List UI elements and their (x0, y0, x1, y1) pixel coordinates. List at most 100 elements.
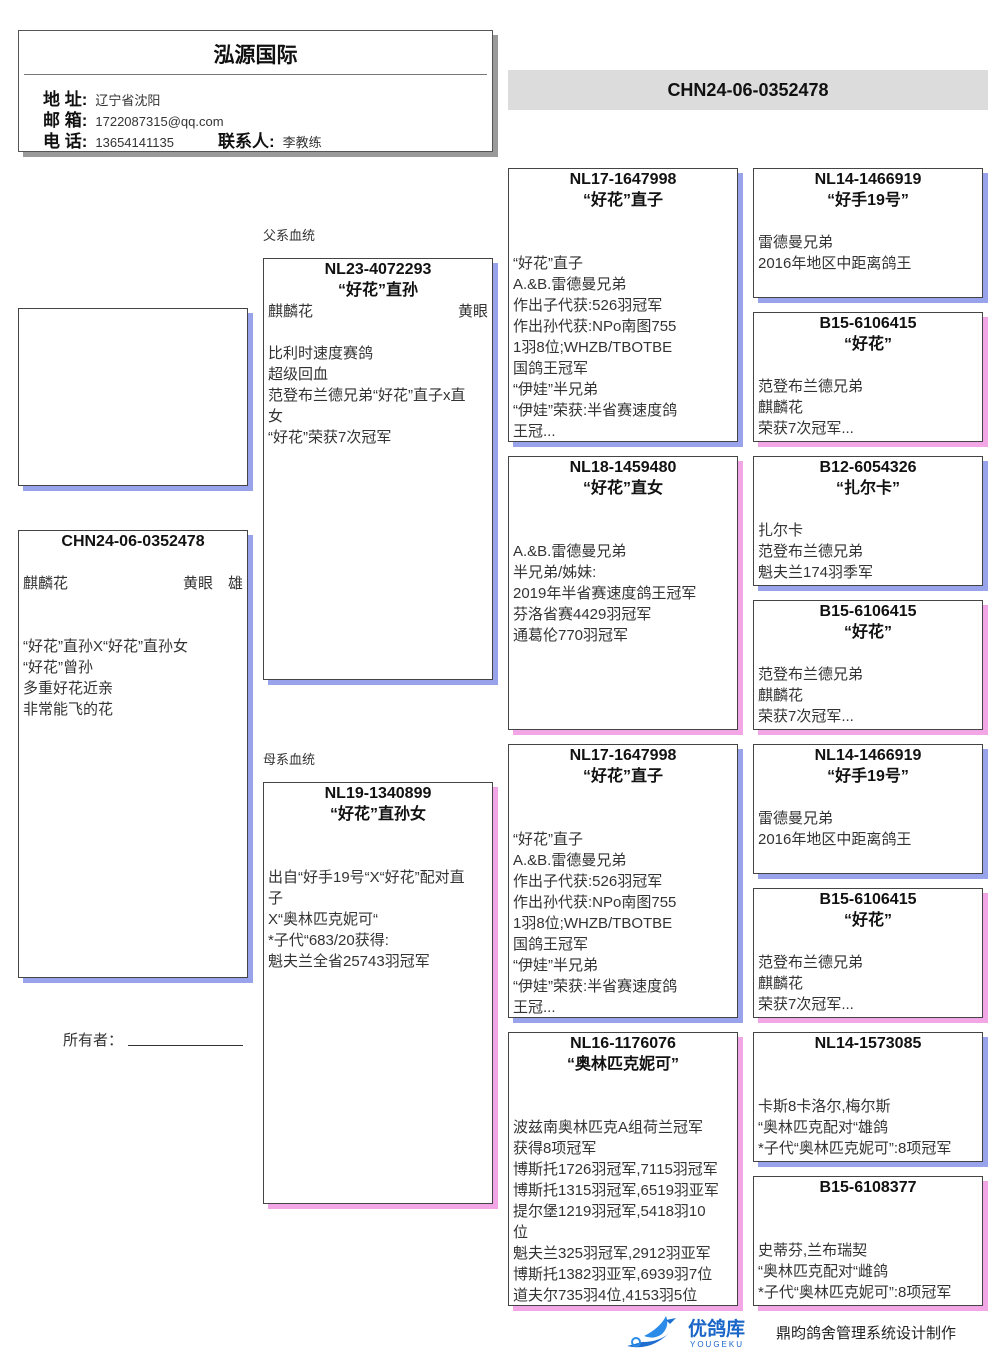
note-line: 荣获7次冠军... (758, 996, 854, 1013)
great-grandparent-card: B15-6106415 “好花” 范登布兰德兄弟麒麟花荣获7次冠军... (753, 888, 983, 1018)
note-line: “伊娃”荣获:半省赛速度鸽 (513, 978, 678, 995)
note-line: 范登布兰德兄弟 (758, 543, 864, 560)
grandparent-card: NL16-1176076“奥林匹克妮可”波兹南奥林匹克A组荷兰冠军获得8项冠军博… (508, 1032, 738, 1306)
note-line: “好花”荣获7次冠军 (268, 429, 392, 446)
note-line: 博斯托1315羽冠军,6519羽亚军 (513, 1182, 719, 1199)
ring-number: NL14-1466919 (814, 171, 922, 188)
ring-number: B15-6106415 (819, 315, 917, 332)
pigeon-name: “好花” (843, 624, 892, 641)
note-line: 范登布兰德兄弟“好花”直子x直 (268, 387, 466, 404)
spacer (758, 211, 978, 232)
note-line: A.&B.雷德曼兄弟 (513, 852, 627, 869)
pigeon-name: “好花”直孙 (337, 282, 418, 299)
pigeon-name: “好花” (843, 912, 892, 929)
ring-number: NL17-1647998 (569, 171, 677, 188)
logo-text: 优鸽库 (688, 1319, 746, 1340)
spacer (513, 787, 733, 808)
note-line: 范登布兰德兄弟 (758, 378, 864, 395)
great-grandparent-card: NL14-1573085 卡斯8卡洛尔,梅尔斯 “奥林匹克配对“雄鸽 *子代“奥林匹克… (753, 1032, 983, 1162)
address-value: 辽宁省沈阳 (95, 93, 161, 108)
ring-number: NL17-1647998 (569, 747, 677, 764)
note-line: 麒麟花 (758, 399, 804, 416)
spacer (513, 1096, 733, 1117)
note-line: 魁夫兰325羽冠军,2912羽亚军 (513, 1245, 711, 1262)
note-line: 范登布兰德兄弟 (758, 954, 864, 971)
note-line: 位 (513, 1224, 529, 1241)
note-line: 波兹南奥林匹克A组荷兰冠军 (513, 1119, 704, 1136)
photo-placeholder (18, 308, 248, 486)
note-line: “奥林匹克配对“雄鸽 (758, 1119, 888, 1136)
note-line: 荣获7次冠军... (758, 708, 854, 725)
note-line: 扎尔卡 (758, 522, 804, 539)
pigeon-name: “好手19号” (827, 192, 909, 209)
spacer (513, 211, 733, 232)
eye-sex-label: 黄眼 雄 (182, 575, 243, 592)
spacer (513, 808, 733, 829)
note-line: 1羽8位;WHZB/TBOTBE (513, 915, 673, 932)
phone-label: 电 话: (43, 132, 88, 151)
spacer (758, 1075, 978, 1096)
spacer (23, 552, 243, 573)
pigeon-name: “好花”直子 (582, 192, 663, 209)
contact-value: 李教练 (282, 135, 322, 150)
ring-number: B15-6106415 (819, 891, 917, 908)
note-line: 国鸽王冠军 (513, 936, 589, 953)
phone-value: 13654141135 (95, 135, 174, 150)
ring-number: B15-6106415 (819, 603, 917, 620)
note-line: “好花”直孙X“好花”直孙女 (23, 638, 188, 655)
spacer (758, 499, 978, 520)
note-line: “好花”直子 (513, 255, 583, 272)
note-line: 非常能飞的花 (23, 701, 114, 718)
great-grandparent-card: B12-6054326“扎尔卡”扎尔卡范登布兰德兄弟魁夫兰174羽季军 (753, 456, 983, 586)
spacer (23, 594, 243, 615)
note-line: 获得8项冠军 (513, 1140, 597, 1157)
note-line: 2016年地区中距离鸽王 (758, 255, 912, 272)
note-line: 史蒂芬,兰布瑞契 (758, 1242, 868, 1259)
note-line: 麒麟花 (758, 975, 804, 992)
note-line: *子代“奥林匹克妮可”:8项冠军 (758, 1140, 952, 1157)
note-line: “奥林匹克配对“雌鸽 (758, 1263, 888, 1280)
color-label: 麒麟花 (268, 303, 314, 320)
ring-number: NL14-1466919 (814, 747, 922, 764)
note-line: X“奥林匹克妮可“ (268, 911, 378, 928)
address-row: 地 址: 辽宁省沈阳 (43, 85, 160, 110)
owner-signature-line (128, 1045, 243, 1046)
address-label: 地 址: (43, 90, 88, 109)
note-line: 超级回血 (268, 366, 329, 383)
note-line: 卡斯8卡洛尔,梅尔斯 (758, 1098, 891, 1115)
pigeon-name: “好手19号” (827, 768, 909, 785)
ring-number: NL14-1573085 (814, 1035, 922, 1052)
note-line: 作出子代获:526羽冠军 (513, 297, 663, 314)
note-line: 博斯托1726羽冠军,7115羽冠军 (513, 1161, 718, 1178)
note-line: 多重好花近亲 (23, 680, 114, 697)
note-line: 国鸽王冠军 (513, 360, 589, 377)
ring-number: B15-6108377 (819, 1179, 917, 1196)
note-line: *子代“奥林匹克妮可”:8项冠军 (758, 1284, 952, 1301)
spacer (758, 355, 978, 376)
ring-number: B12-6054326 (819, 459, 917, 476)
great-grandparent-card: B15-6106415“好花”范登布兰德兄弟麒麟花荣获7次冠军... (753, 600, 983, 730)
spacer (513, 1075, 733, 1096)
ring-number: NL23-4072293 (324, 261, 432, 278)
pigeon-name: “好花” (843, 336, 892, 353)
pigeon-name (758, 1054, 978, 1075)
color-eye-row: 麒麟花黄眼 (268, 301, 488, 322)
sire-card: NL23-4072293“好花”直孙麒麟花黄眼比利时速度赛鸽超级回血范登布兰德兄… (263, 258, 493, 680)
great-grandparent-card: B15-6108377 史蒂芬,兰布瑞契 “奥林匹克配对“雌鸽 *子代“奥林匹克妮可”… (753, 1176, 983, 1306)
ring-number: NL16-1176076 (570, 1035, 676, 1052)
note-line: 通葛伦770羽冠军 (513, 627, 629, 644)
note-line: “好花”曾孙 (23, 659, 93, 676)
spacer (758, 643, 978, 664)
spacer (23, 615, 243, 636)
note-line: 作出孙代获:NPo南图755 (513, 894, 677, 911)
color-label: 麒麟花 (23, 575, 69, 592)
email-label: 邮 箱: (43, 111, 88, 130)
note-line: 2016年地区中距离鸽王 (758, 831, 912, 848)
